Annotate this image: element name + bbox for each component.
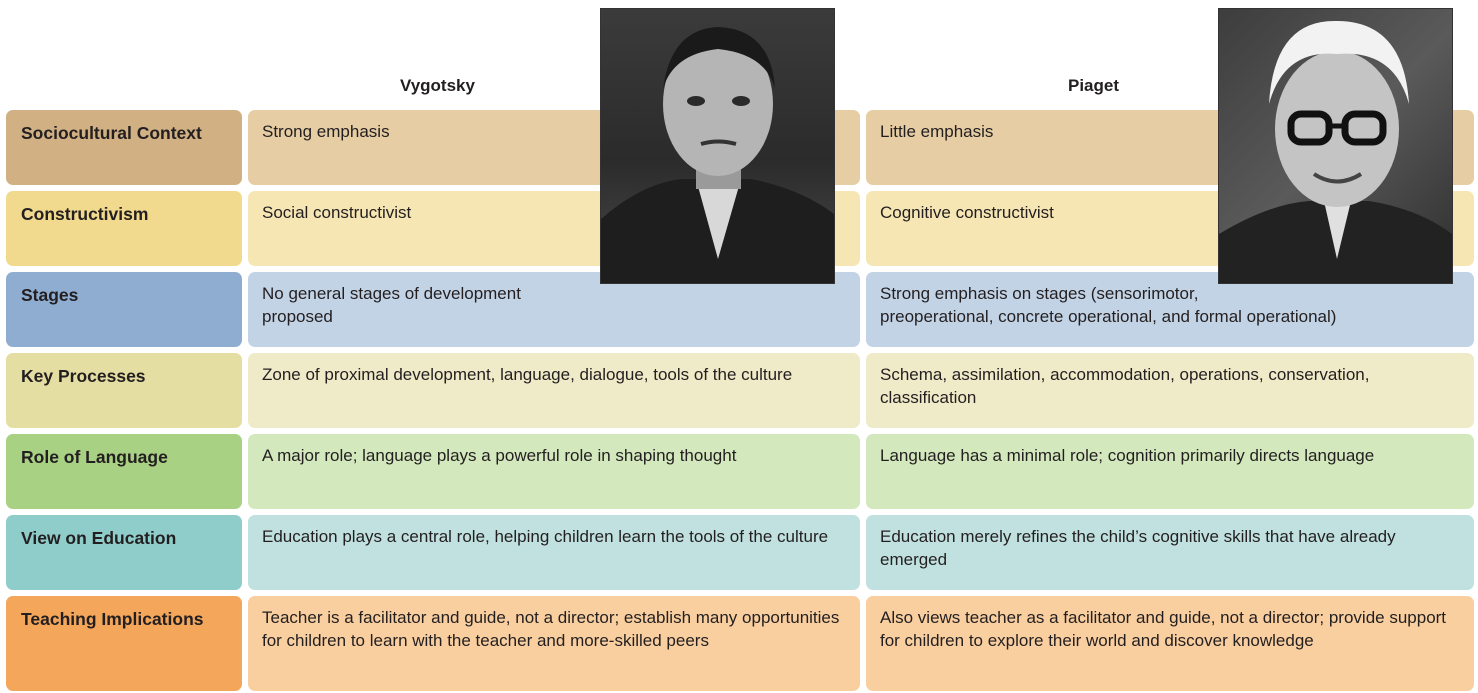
row-label: Role of Language — [6, 434, 242, 509]
piaget-cell: Also views teacher as a facilitator and … — [866, 596, 1474, 691]
piaget-portrait — [1218, 8, 1453, 284]
vygotsky-portrait — [600, 8, 835, 284]
vygotsky-cell: Zone of proximal development, language, … — [248, 353, 860, 428]
table-row: Key Processes Zone of proximal developme… — [6, 353, 1474, 428]
row-label: Stages — [6, 272, 242, 347]
row-label: Sociocultural Context — [6, 110, 242, 185]
table-row: View on Education Education plays a cent… — [6, 515, 1474, 590]
row-label: View on Education — [6, 515, 242, 590]
piaget-cell: Education merely refines the child’s cog… — [866, 515, 1474, 590]
row-label: Teaching Implications — [6, 596, 242, 691]
row-label: Key Processes — [6, 353, 242, 428]
row-label: Constructivism — [6, 191, 242, 266]
table-row: Teaching Implications Teacher is a facil… — [6, 596, 1474, 691]
column-header-piaget: Piaget — [1068, 76, 1120, 95]
vygotsky-cell: A major role; language plays a powerful … — [248, 434, 860, 509]
vygotsky-cell: Teacher is a facilitator and guide, not … — [248, 596, 860, 691]
vygotsky-cell: Education plays a central role, helping … — [248, 515, 860, 590]
vygotsky-cell: No general stages of development propose… — [248, 272, 860, 347]
piaget-cell: Language has a minimal role; cognition p… — [866, 434, 1474, 509]
piaget-cell: Schema, assimilation, accommodation, ope… — [866, 353, 1474, 428]
table-row: Role of Language A major role; language … — [6, 434, 1474, 509]
column-header-vygotsky: Vygotsky — [400, 76, 475, 95]
piaget-cell: Strong emphasis on stages (sensorimotor,… — [866, 272, 1474, 347]
table-row: Stages No general stages of development … — [6, 272, 1474, 347]
